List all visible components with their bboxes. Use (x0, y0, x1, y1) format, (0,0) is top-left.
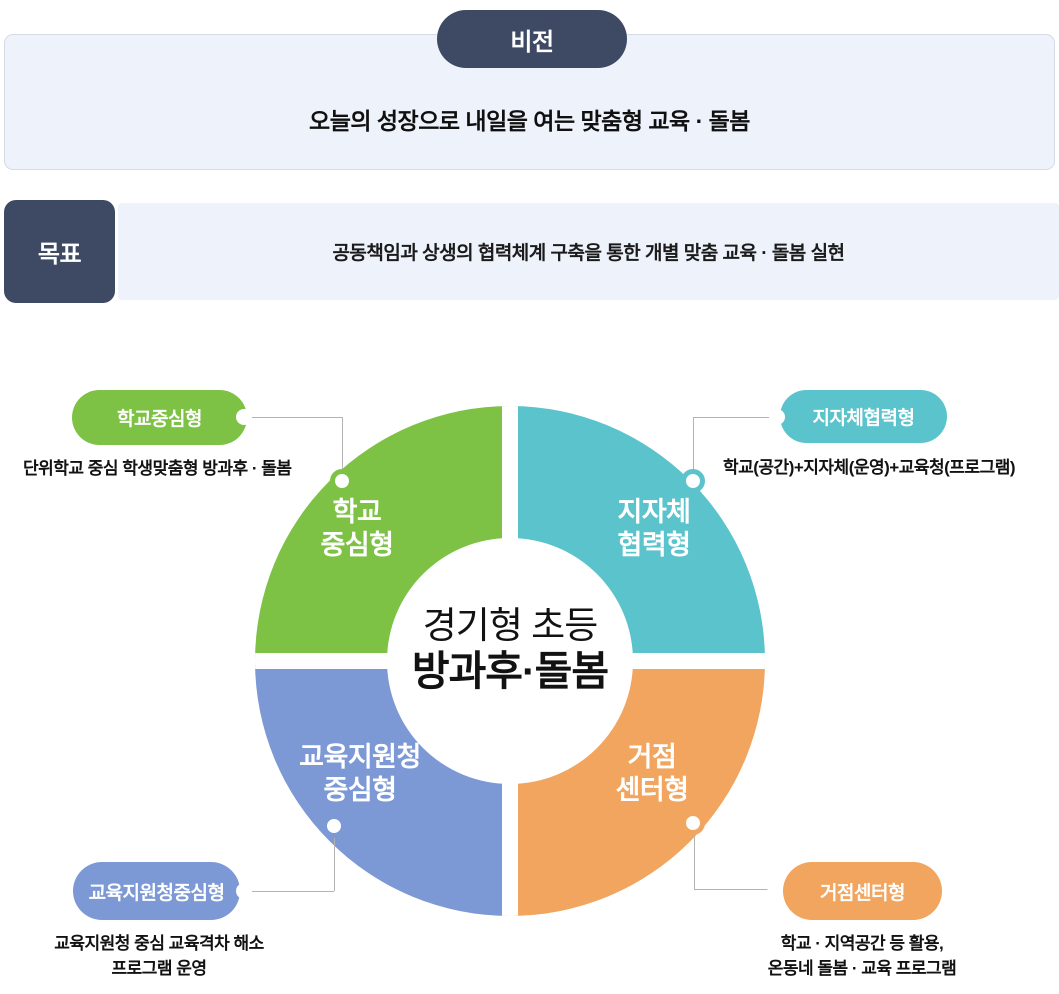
callout-dot-hubcenter (767, 884, 783, 900)
vision-badge: 비전 (437, 10, 627, 68)
connector-localgov-horizontal (693, 417, 777, 418)
connector-school-horizontal (244, 417, 342, 418)
callout-pill-hubcenter: 거점센터형 (783, 862, 942, 920)
connector-eduoffice-horizontal (244, 891, 334, 892)
rim-dot-school (330, 469, 354, 493)
goal-badge: 목표 (4, 200, 115, 303)
donut-center-line1: 경기형 초등 (422, 605, 598, 646)
goal-statement: 공동책임과 상생의 협력체계 구축을 통한 개별 맞춤 교육 · 돌봄 실현 (332, 243, 845, 264)
rim-dot-eduoffice (322, 814, 346, 838)
connector-localgov-vertical (693, 417, 694, 481)
segment-label-hubcenter: 거점 센터형 (615, 742, 689, 805)
vision-statement: 오늘의 성장으로 내일을 여는 맞춤형 교육 · 돌봄 (309, 108, 750, 134)
donut-hole (387, 538, 633, 784)
segment-description-localgov: 학교(공간)+지자체(운영)+교육청(프로그램) (722, 458, 1016, 477)
callout-pill-school: 학교중심형 (72, 390, 247, 445)
segment-label-school: 학교 중심형 (320, 497, 394, 560)
segment-description-hubcenter: 학교 · 지역공간 등 활용, 온동네 돌봄 · 교육 프로그램 (767, 934, 957, 978)
goal-panel: 공동책임과 상생의 협력체계 구축을 통한 개별 맞춤 교육 · 돌봄 실현 (118, 203, 1059, 300)
rim-dot-localgov (681, 469, 705, 493)
rim-dot-hubcenter (681, 811, 705, 835)
connector-hubcenter-horizontal (694, 889, 775, 890)
donut-ring (255, 406, 765, 916)
donut-center-title: 경기형 초등 방과후·돌봄 (255, 604, 765, 694)
callout-pill-eduoffice: 교육지원청중심형 (73, 862, 240, 920)
segment-label-eduoffice: 교육지원청 중심형 (299, 742, 421, 805)
callout-dot-localgov (769, 409, 785, 425)
callout-dot-eduoffice (236, 883, 252, 899)
callout-pill-localgov: 지자체협력형 (780, 390, 947, 443)
connector-hubcenter-vertical (694, 823, 695, 889)
segment-label-localgov: 지자체 협력형 (617, 497, 691, 560)
connector-eduoffice-vertical (334, 826, 335, 891)
segment-description-eduoffice: 교육지원청 중심 교육격차 해소 프로그램 운영 (54, 934, 264, 978)
segment-description-school: 단위학교 중심 학생맞춤형 방과후 · 돌봄 (23, 459, 292, 478)
connector-school-vertical (342, 417, 343, 481)
donut-center-line2: 방과후·돌봄 (411, 648, 609, 694)
callout-dot-school (236, 409, 252, 425)
